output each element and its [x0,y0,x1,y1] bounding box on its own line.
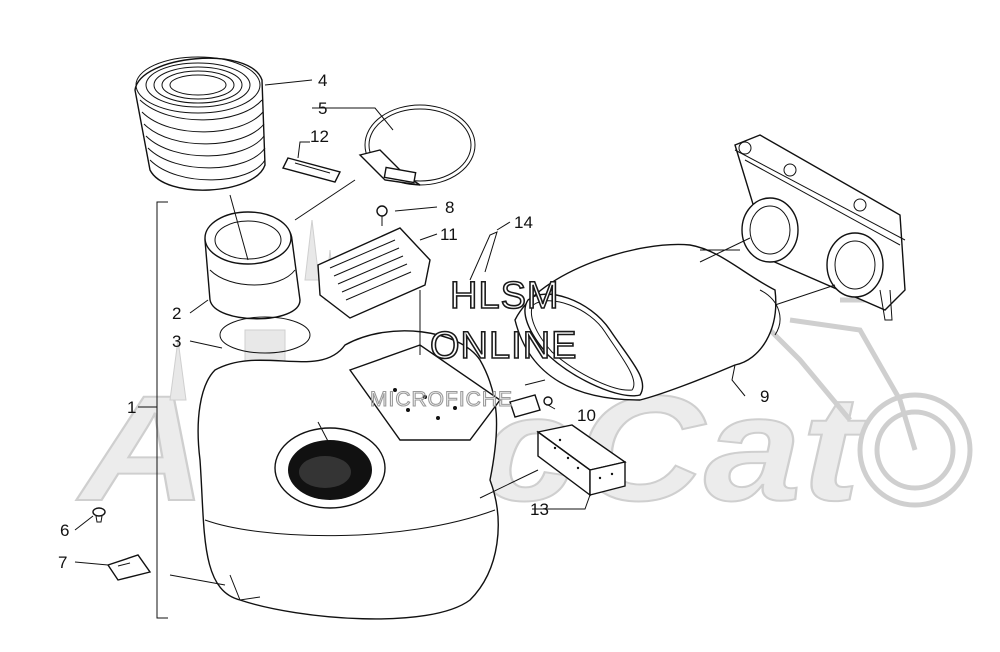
callout-8: 8 [445,198,454,217]
part-intake-duct [514,243,781,401]
part-clamp-ring [358,104,476,186]
callout-14: 14 [514,213,533,232]
part-intake-adapter [204,211,301,320]
part-bellows-boot [134,56,266,191]
assembly-bracket [138,201,168,619]
leader-lines [74,79,746,586]
part-fitting [509,379,553,418]
part-screw [376,205,388,226]
callout-labels: 1 2 3 4 5 6 7 8 9 10 11 12 13 14 [58,71,769,572]
callout-4: 4 [318,71,327,90]
callout-12: 12 [310,127,329,146]
watermark-line-online: ONLINE [430,325,577,367]
part-throttle-bodies [699,134,906,321]
watermark-line-hlsm: HLSM [450,275,560,317]
part-small-bolt [92,507,106,523]
part-foam-block [536,424,627,497]
part-clip [106,554,152,581]
watermark-line-microfiche: MICROFICHE [370,388,513,411]
callout-1: 1 [127,398,136,417]
part-airbox-housing [197,330,501,620]
callout-13: 13 [530,500,549,519]
callout-2: 2 [172,304,181,323]
part-warning-decal [317,227,431,319]
callout-10: 10 [577,406,596,425]
part-small-decal [281,157,342,183]
callout-3: 3 [172,332,181,351]
part-gasket [219,316,311,354]
motorcycle-watermark-icon [768,297,973,508]
part-wire [469,231,498,281]
callout-11: 11 [440,225,458,244]
callout-6: 6 [60,521,69,540]
callout-9: 9 [760,387,769,406]
hlsm-watermark: HLSM ONLINE MICROFICHE [369,274,577,411]
callout-5: 5 [318,99,327,118]
callout-7: 7 [58,553,67,572]
